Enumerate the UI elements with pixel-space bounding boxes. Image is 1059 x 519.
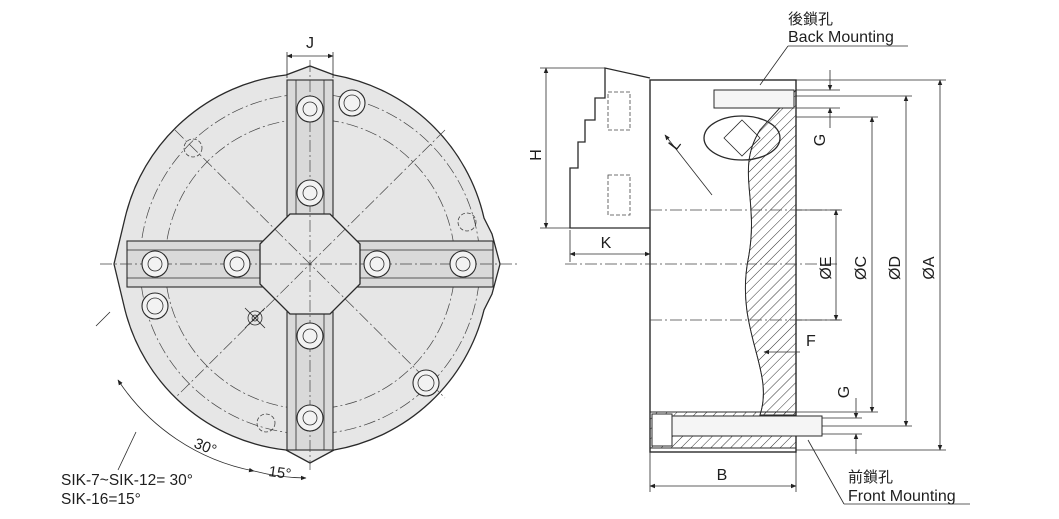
dimension-g-top: G bbox=[796, 70, 840, 146]
jaw-insert bbox=[607, 91, 631, 131]
diagonal-centerline-2 bbox=[174, 129, 446, 399]
back-mounting-zh: 後鎖孔 bbox=[788, 11, 833, 28]
dimension-b: B bbox=[649, 452, 797, 492]
hidden-hole bbox=[183, 138, 203, 158]
key-hole bbox=[247, 310, 263, 326]
screw-hole bbox=[296, 95, 324, 123]
dia-e-label: ØE bbox=[818, 256, 835, 279]
dia-a-label: ØA bbox=[921, 256, 938, 279]
diameter-dimensions: ØE ØC ØD ØA bbox=[796, 79, 946, 451]
front-view: J 30° 15° SIK-7~SIK-12= 30° SIK-16=15° bbox=[61, 35, 520, 508]
screw-hole bbox=[296, 404, 324, 432]
screw-hole bbox=[296, 322, 324, 350]
angle-annotations: 30° 15° bbox=[95, 311, 307, 483]
dia-d-label: ØD bbox=[887, 256, 904, 280]
side-view: L H K B G bbox=[528, 11, 970, 505]
mounting-hole bbox=[412, 369, 440, 397]
mounting-hole bbox=[141, 292, 169, 320]
front-mount-bolt bbox=[651, 415, 823, 437]
key-socket bbox=[703, 115, 781, 161]
dim-h-label: H bbox=[528, 149, 545, 161]
angle-15-label: 15° bbox=[267, 463, 292, 483]
dim-j-label: J bbox=[306, 35, 314, 52]
back-mounting-callout: 後鎖孔 Back Mounting bbox=[759, 11, 908, 86]
angle-30-label: 30° bbox=[192, 435, 219, 459]
front-mounting-zh: 前鎖孔 bbox=[848, 469, 893, 486]
front-mounting-en: Front Mounting bbox=[848, 488, 956, 505]
key-diamond bbox=[723, 119, 761, 157]
dimension-j: J bbox=[286, 35, 334, 78]
dimension-h: H bbox=[528, 67, 605, 229]
dim-b-label: B bbox=[717, 467, 728, 484]
screw-hole bbox=[363, 250, 391, 278]
dimension-g-bottom: G bbox=[822, 386, 862, 454]
screw-hole bbox=[296, 179, 324, 207]
dim-f-label: F bbox=[806, 333, 816, 350]
jaw-screw-holes bbox=[141, 95, 477, 432]
front-mounting-callout: 前鎖孔 Front Mounting bbox=[807, 439, 970, 505]
dia-c-label: ØC bbox=[853, 256, 870, 280]
jaw-stepped-profile bbox=[569, 67, 651, 229]
break-line bbox=[744, 129, 764, 416]
angle-note-line2: SIK-16=15° bbox=[61, 491, 141, 508]
jaw-insert bbox=[607, 174, 631, 216]
screw-hole bbox=[141, 250, 169, 278]
dimension-f: F bbox=[763, 333, 816, 355]
dim-g-top-label: G bbox=[812, 134, 829, 146]
dim-k-label: K bbox=[601, 235, 612, 252]
back-mounting-en: Back Mounting bbox=[788, 29, 894, 46]
hidden-hole bbox=[457, 212, 477, 232]
back-mount-bolt bbox=[713, 89, 795, 109]
screw-hole bbox=[223, 250, 251, 278]
angle-note-line1: SIK-7~SIK-12= 30° bbox=[61, 472, 193, 489]
mounting-hole bbox=[338, 89, 366, 117]
hidden-hole bbox=[256, 413, 276, 433]
dim-l-line bbox=[664, 134, 713, 196]
dimension-k: K bbox=[569, 230, 651, 262]
dim-g-bottom-label: G bbox=[836, 386, 853, 398]
mounting-holes bbox=[141, 89, 477, 433]
screw-hole bbox=[449, 250, 477, 278]
